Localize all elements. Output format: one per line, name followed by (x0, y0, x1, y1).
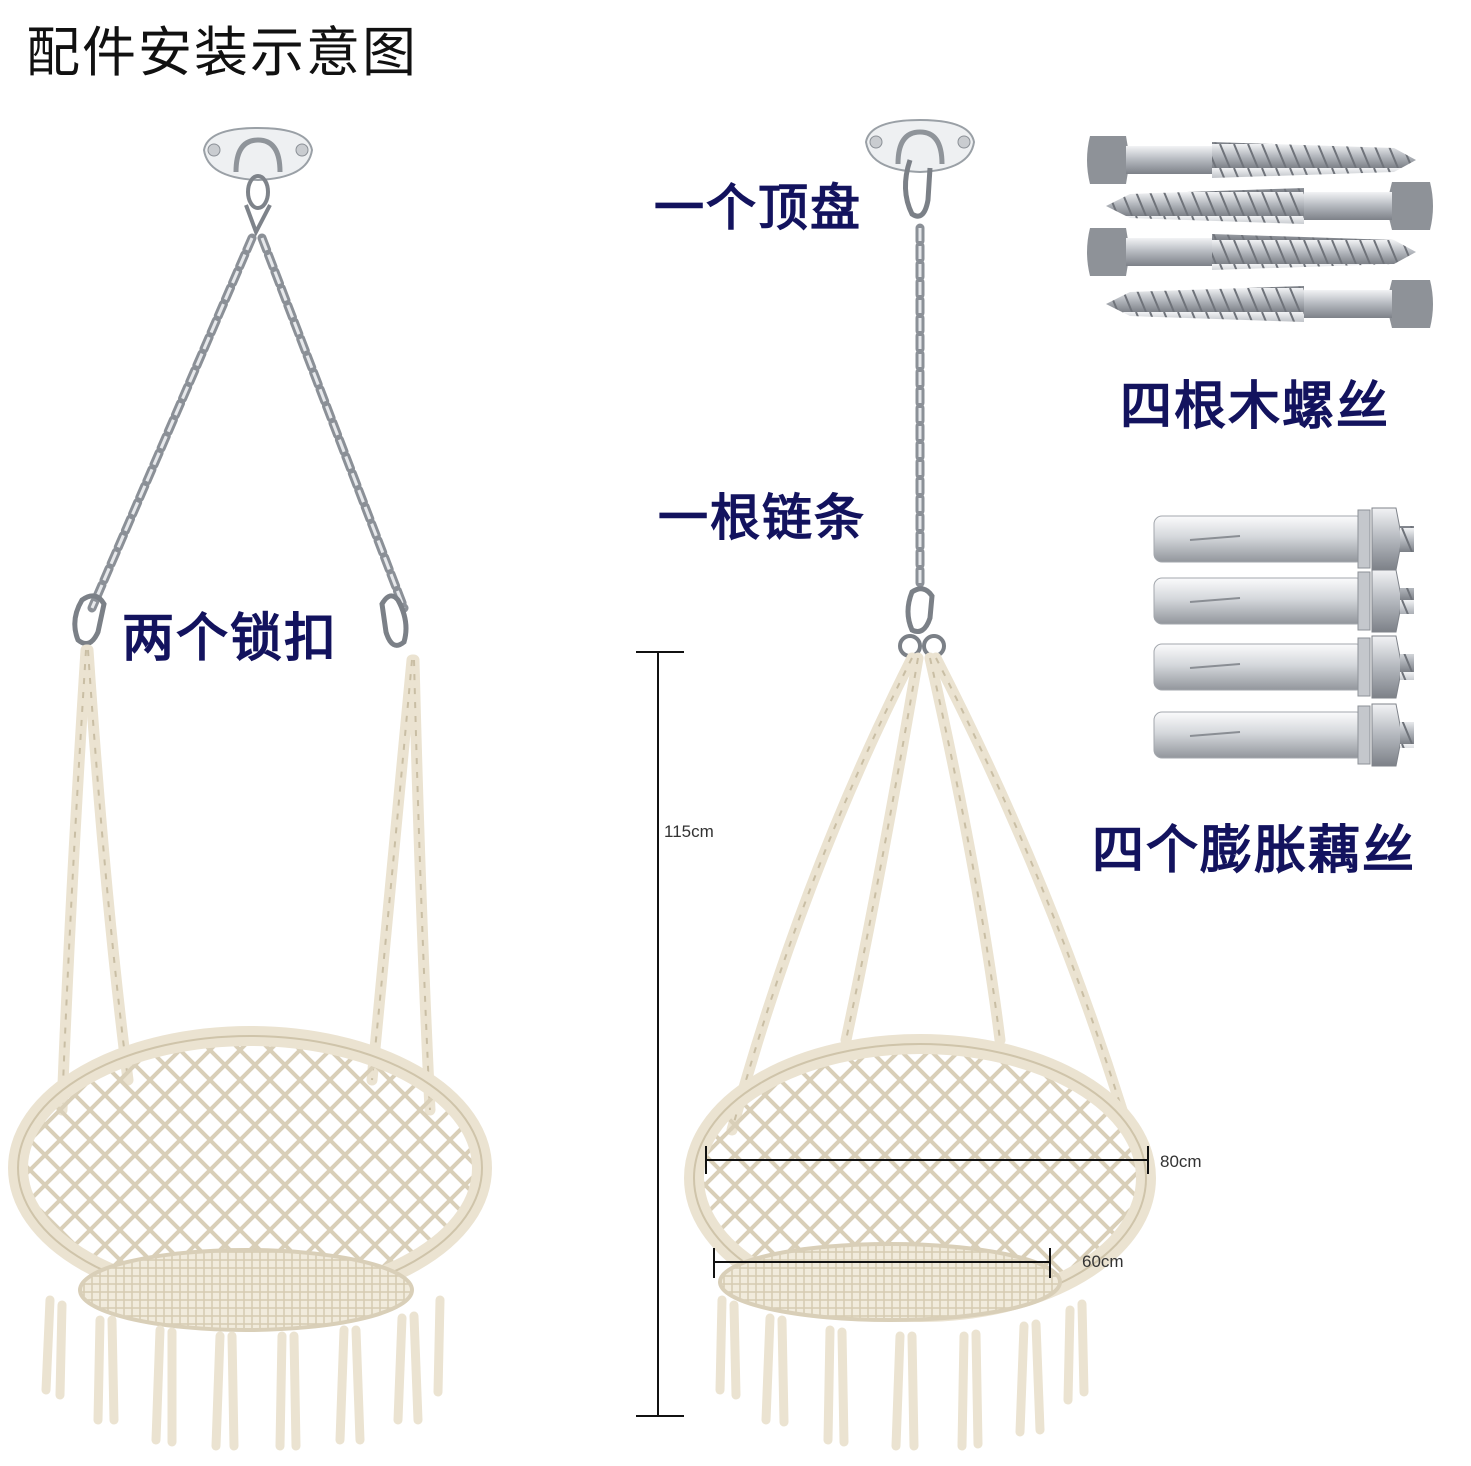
ceiling-plate-label: 一个顶盘 (654, 179, 862, 237)
right-ceiling-plate-icon (864, 118, 976, 219)
expansion-bolts-label: 四个膨胀藕丝 (1092, 821, 1417, 881)
wood-screws-label: 四根木螺丝 (1120, 377, 1391, 437)
seat-width-dimension-label: 60cm (1082, 1252, 1124, 1271)
left-chain-icon (87, 233, 409, 613)
chain-label: 一根链条 (658, 489, 866, 547)
left-ceiling-plate-icon (202, 126, 314, 237)
height-dimension-label: 115cm (664, 822, 714, 841)
outer-width-dimension-line (705, 1146, 1149, 1174)
seat-width-dimension-line (713, 1248, 1051, 1278)
expansion-bolt-icon (1153, 507, 1414, 767)
left-carabiner-icon (72, 593, 409, 648)
left-hammock-chair-icon (8, 126, 492, 1451)
right-hammock-chair-icon (684, 118, 1156, 1451)
height-dimension-line (636, 651, 684, 1417)
right-carabiner-icon (898, 586, 946, 658)
page-title: 配件安装示意图 (26, 21, 418, 84)
locks-label: 两个锁扣 (122, 609, 339, 669)
wood-screw-icon (1087, 136, 1433, 328)
outer-width-dimension-label: 80cm (1160, 1152, 1202, 1171)
